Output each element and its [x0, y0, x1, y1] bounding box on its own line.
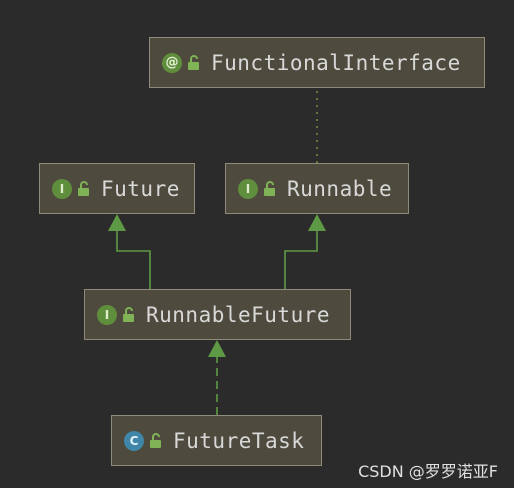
arrowhead	[208, 340, 226, 357]
watermark: CSDN @罗罗诺亚F	[358, 462, 498, 481]
node-label: Future	[101, 176, 180, 201]
annotation-icon: @	[162, 52, 182, 73]
arrowhead	[108, 214, 126, 231]
node-runnable[interactable]: I Runnable	[225, 163, 409, 214]
unlocked-icon	[150, 432, 161, 448]
unlocked-icon	[264, 180, 275, 196]
unlocked-icon	[78, 180, 89, 196]
node-runnable-future[interactable]: I RunnableFuture	[84, 289, 351, 340]
node-label: FutureTask	[173, 428, 305, 453]
node-future-task[interactable]: C FutureTask	[111, 415, 322, 466]
node-future[interactable]: I Future	[39, 163, 195, 214]
edge-runnable-future-to-future	[116, 231, 151, 289]
node-functional-interface[interactable]: @ FunctionalInterface	[149, 37, 485, 88]
unlocked-icon	[123, 306, 134, 322]
unlocked-icon	[188, 54, 199, 70]
interface-icon: I	[238, 178, 258, 199]
edge-runnable-future-to-runnable	[284, 231, 318, 289]
class-icon: C	[124, 430, 144, 451]
node-label: FunctionalInterface	[211, 50, 461, 75]
node-label: RunnableFuture	[146, 302, 331, 327]
node-label: Runnable	[287, 176, 393, 201]
interface-icon: I	[97, 304, 117, 325]
interface-icon: I	[52, 178, 72, 199]
arrowhead	[308, 214, 326, 231]
